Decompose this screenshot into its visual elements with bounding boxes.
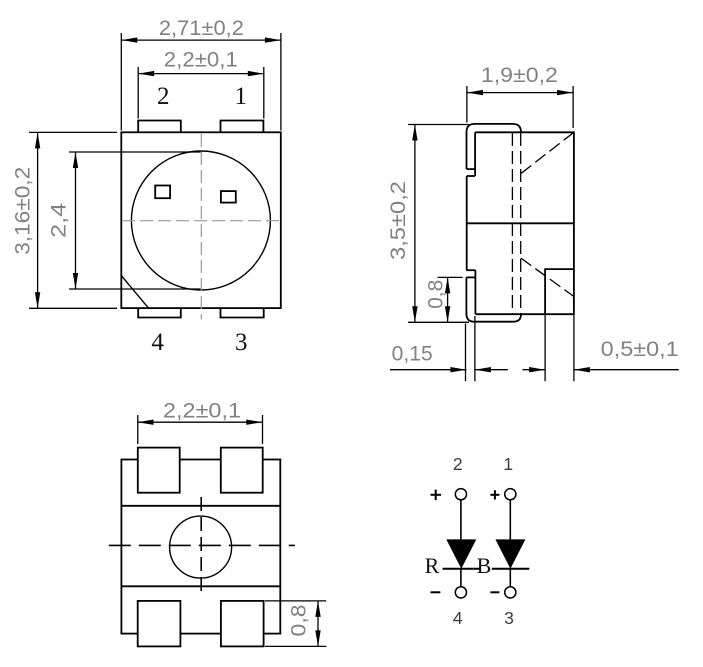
svg-text:R: R bbox=[425, 553, 440, 578]
svg-text:0,8: 0,8 bbox=[425, 280, 448, 309]
svg-text:0,8: 0,8 bbox=[288, 605, 311, 637]
svg-text:0,15: 0,15 bbox=[392, 343, 433, 366]
svg-text:0,5±0,1: 0,5±0,1 bbox=[601, 338, 679, 361]
svg-text:3,16±0,2: 3,16±0,2 bbox=[12, 167, 35, 255]
svg-text:B: B bbox=[477, 553, 492, 578]
svg-text:1: 1 bbox=[235, 83, 248, 110]
svg-text:2,2±0,1: 2,2±0,1 bbox=[164, 49, 238, 72]
svg-text:2: 2 bbox=[453, 454, 463, 474]
svg-text:1,9±0,2: 1,9±0,2 bbox=[481, 64, 558, 87]
svg-text:2: 2 bbox=[157, 83, 170, 110]
svg-text:4: 4 bbox=[453, 608, 463, 628]
svg-text:3: 3 bbox=[504, 608, 514, 628]
svg-text:1: 1 bbox=[503, 454, 513, 474]
svg-text:3: 3 bbox=[235, 329, 248, 356]
svg-text:4: 4 bbox=[151, 329, 164, 356]
svg-text:3,5±0,2: 3,5±0,2 bbox=[387, 181, 410, 260]
svg-text:2,4: 2,4 bbox=[48, 203, 71, 238]
svg-text:2,2±0,1: 2,2±0,1 bbox=[163, 400, 241, 423]
svg-text:2,71±0,2: 2,71±0,2 bbox=[159, 17, 244, 40]
